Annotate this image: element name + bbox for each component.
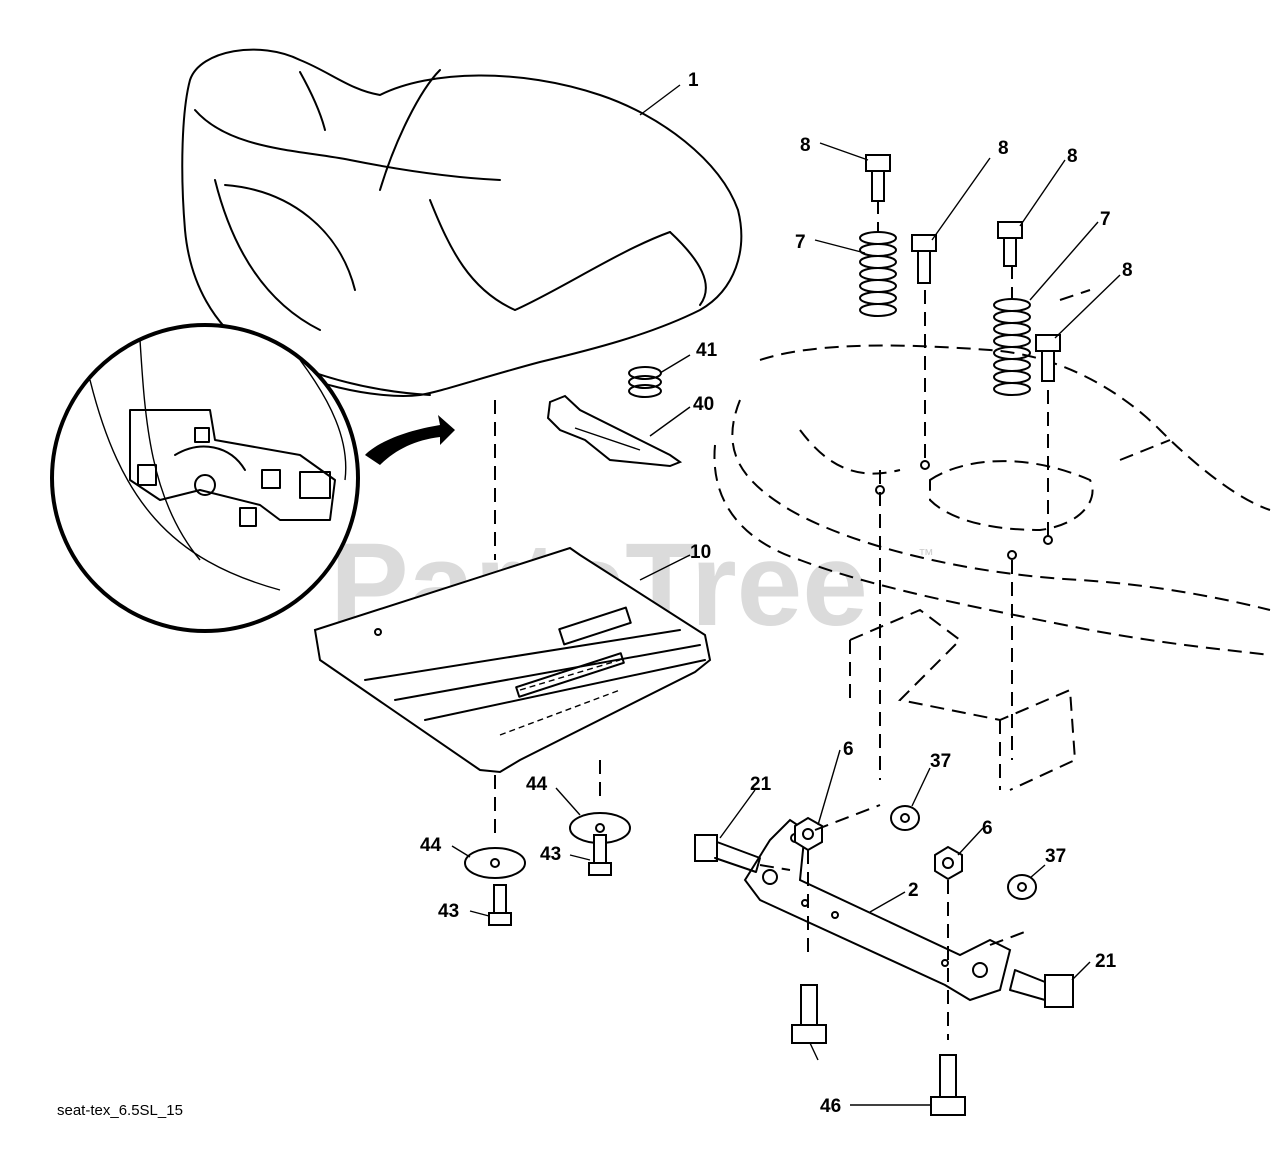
- bolt-8-a[interactable]: [865, 154, 891, 202]
- washer-37-a[interactable]: [890, 805, 920, 831]
- callout-21: 21: [750, 774, 772, 795]
- callout-8: 8: [1067, 146, 1078, 167]
- washer-44-lower[interactable]: [464, 847, 526, 879]
- leader-lines: [451, 84, 1121, 1106]
- callout-40: 40: [693, 394, 714, 415]
- zoom-detail-circle: [50, 323, 360, 633]
- bolt-21-left[interactable]: [694, 834, 761, 873]
- callout-44: 44: [420, 835, 442, 856]
- bolt-8-d[interactable]: [1035, 334, 1061, 382]
- callout-10: 10: [690, 542, 711, 563]
- seat[interactable]: [181, 48, 743, 397]
- diagram-id-label: seat-tex_6.5SL_15: [57, 1102, 183, 1119]
- nut-6-b[interactable]: [934, 845, 963, 881]
- bolt-8-c[interactable]: [997, 221, 1023, 267]
- arrow-icon: [365, 415, 455, 465]
- spring-41[interactable]: [628, 366, 662, 398]
- callout-8: 8: [998, 138, 1009, 159]
- callout-43: 43: [438, 901, 459, 922]
- tractor-frame: [713, 289, 1271, 791]
- callout-7: 7: [1100, 209, 1111, 230]
- spring-7-left[interactable]: [859, 231, 897, 317]
- spring-7-right[interactable]: [993, 298, 1031, 396]
- seat-plate-10[interactable]: [313, 546, 712, 774]
- bracket-40[interactable]: [546, 394, 683, 468]
- callout-7: 7: [795, 232, 806, 253]
- bolt-46-right[interactable]: [930, 1054, 966, 1116]
- bracket-2[interactable]: [743, 818, 1012, 1002]
- callout-2: 2: [908, 880, 919, 901]
- screw-43-upper[interactable]: [588, 834, 612, 876]
- washer-37-b[interactable]: [1007, 874, 1037, 900]
- callout-37: 37: [1045, 846, 1066, 867]
- callout-41: 41: [696, 340, 718, 361]
- callout-6: 6: [982, 818, 993, 839]
- callout-1: 1: [688, 70, 699, 91]
- callout-46: 46: [820, 1096, 841, 1117]
- watermark-trademark: ™: [918, 547, 934, 564]
- bolt-8-b[interactable]: [911, 234, 937, 284]
- bolt-46-left[interactable]: [791, 984, 827, 1044]
- callout-8: 8: [800, 135, 811, 156]
- bolt-21-right[interactable]: [1009, 969, 1074, 1008]
- screw-43-lower[interactable]: [488, 884, 512, 926]
- callout-43: 43: [540, 844, 561, 865]
- callout-37: 37: [930, 751, 951, 772]
- callout-6: 6: [843, 739, 854, 760]
- nut-6-a[interactable]: [794, 816, 823, 852]
- callout-21: 21: [1095, 951, 1117, 972]
- callout-8: 8: [1122, 260, 1133, 281]
- callout-44: 44: [526, 774, 548, 795]
